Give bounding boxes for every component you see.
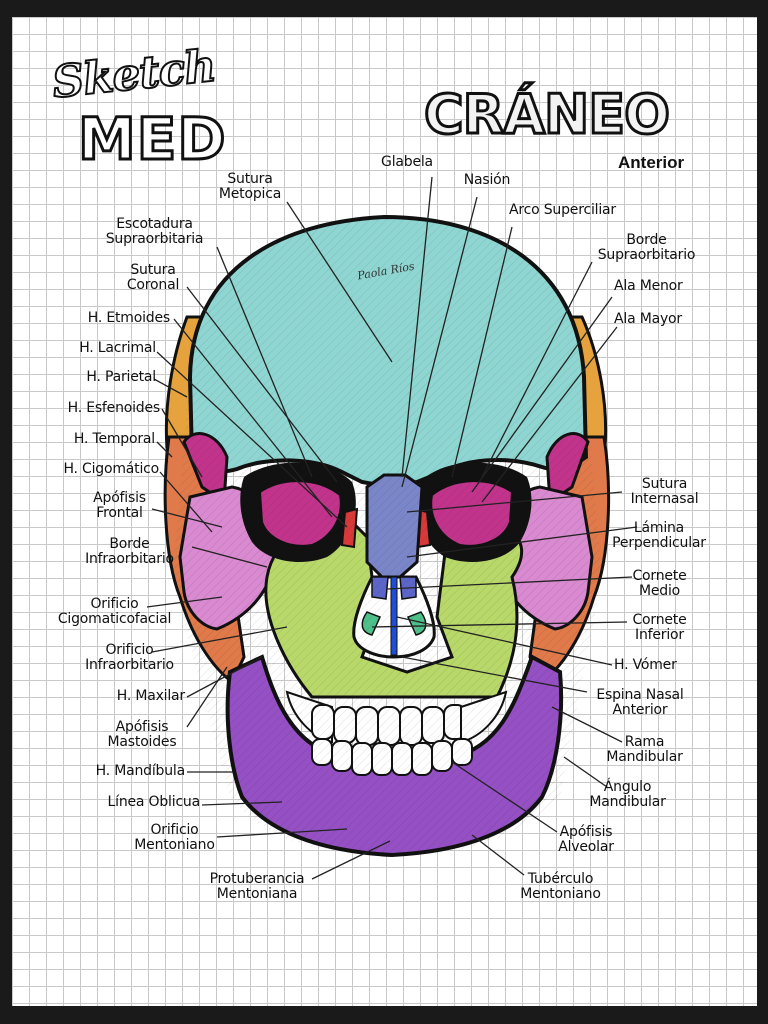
label-sutura-metopica: Sutura Metopica	[218, 171, 282, 202]
label-orificio-mentoniano: Orificio Mentoniano	[134, 822, 215, 853]
view-subtitle: Anterior	[618, 153, 685, 172]
label-apofisis-mastoides: Apófisis Mastoides	[107, 719, 177, 750]
label-ala-menor: Ala Menor	[614, 278, 683, 294]
label-arco-superciliar: Arco Superciliar	[509, 202, 616, 218]
label-espina-nasal-anterior: Espina Nasal Anterior	[596, 687, 684, 718]
skull-diagram: Paola Ríos	[146, 176, 638, 880]
label-ala-mayor: Ala Mayor	[614, 311, 682, 327]
anatomy-sheet: Sketch MED CRÁNEO Anterior	[12, 17, 757, 1006]
label-h-etmoides: H. Etmoides	[87, 310, 170, 326]
label-borde-infraorbitario: Borde Infraorbitario	[85, 536, 174, 567]
hatch-overlay	[172, 217, 602, 855]
label-h-vomer: H. Vómer	[614, 657, 677, 673]
label-apofisis-frontal: Apófisis Frontal	[93, 490, 146, 521]
label-apofisis-alveolar: Apófisis Alveolar	[558, 824, 614, 855]
label-borde-supraorbitario: Borde Supraorbitario	[597, 232, 696, 263]
label-rama-mandibular: Rama Mandibular	[606, 734, 683, 765]
label-h-mandibula: H. Mandíbula	[95, 763, 186, 779]
label-cornete-medio: Cornete Medio	[632, 568, 687, 599]
label-glabela: Glabela	[381, 154, 433, 170]
label-sutura-coronal: Sutura Coronal	[126, 262, 180, 293]
sketchmed-logo: Sketch MED	[49, 40, 232, 197]
label-linea-oblicua: Línea Oblicua	[107, 794, 201, 810]
label-h-cigomatico: H. Cigomático	[63, 461, 159, 477]
label-tuberculo-mentoniano: Tubérculo Mentoniano	[520, 871, 601, 902]
label-nasion: Nasión	[463, 172, 511, 188]
label-h-lacrimal: H. Lacrimal	[79, 340, 156, 356]
label-sutura-internasal: Sutura Internasal	[630, 476, 699, 507]
label-lamina-perpendicular: Lámina Perpendicular	[612, 520, 706, 551]
label-escotadura-supraorbitaria: Escotadura Supraorbitaria	[105, 216, 204, 247]
label-orificio-infraorbitario: Orificio Infraorbitario	[85, 642, 174, 673]
label-angulo-mandibular: Ángulo Mandibular	[589, 779, 666, 810]
label-h-temporal: H. Temporal	[73, 431, 155, 447]
label-h-esfenoides: H. Esfenoides	[67, 400, 161, 416]
page-title: CRÁNEO	[423, 82, 672, 148]
label-h-parietal: H. Parietal	[86, 369, 156, 385]
leader-lines	[146, 176, 638, 880]
label-h-maxilar: H. Maxilar	[116, 688, 185, 704]
logo-word: MED	[76, 104, 227, 175]
label-orificio-cigomaticofacial: Orificio Cigomaticofacial	[57, 596, 172, 627]
label-cornete-inferior: Cornete Inferior	[632, 612, 687, 643]
label-protuberancia-mentoniana: Protuberancia Mentoniana	[209, 871, 305, 902]
